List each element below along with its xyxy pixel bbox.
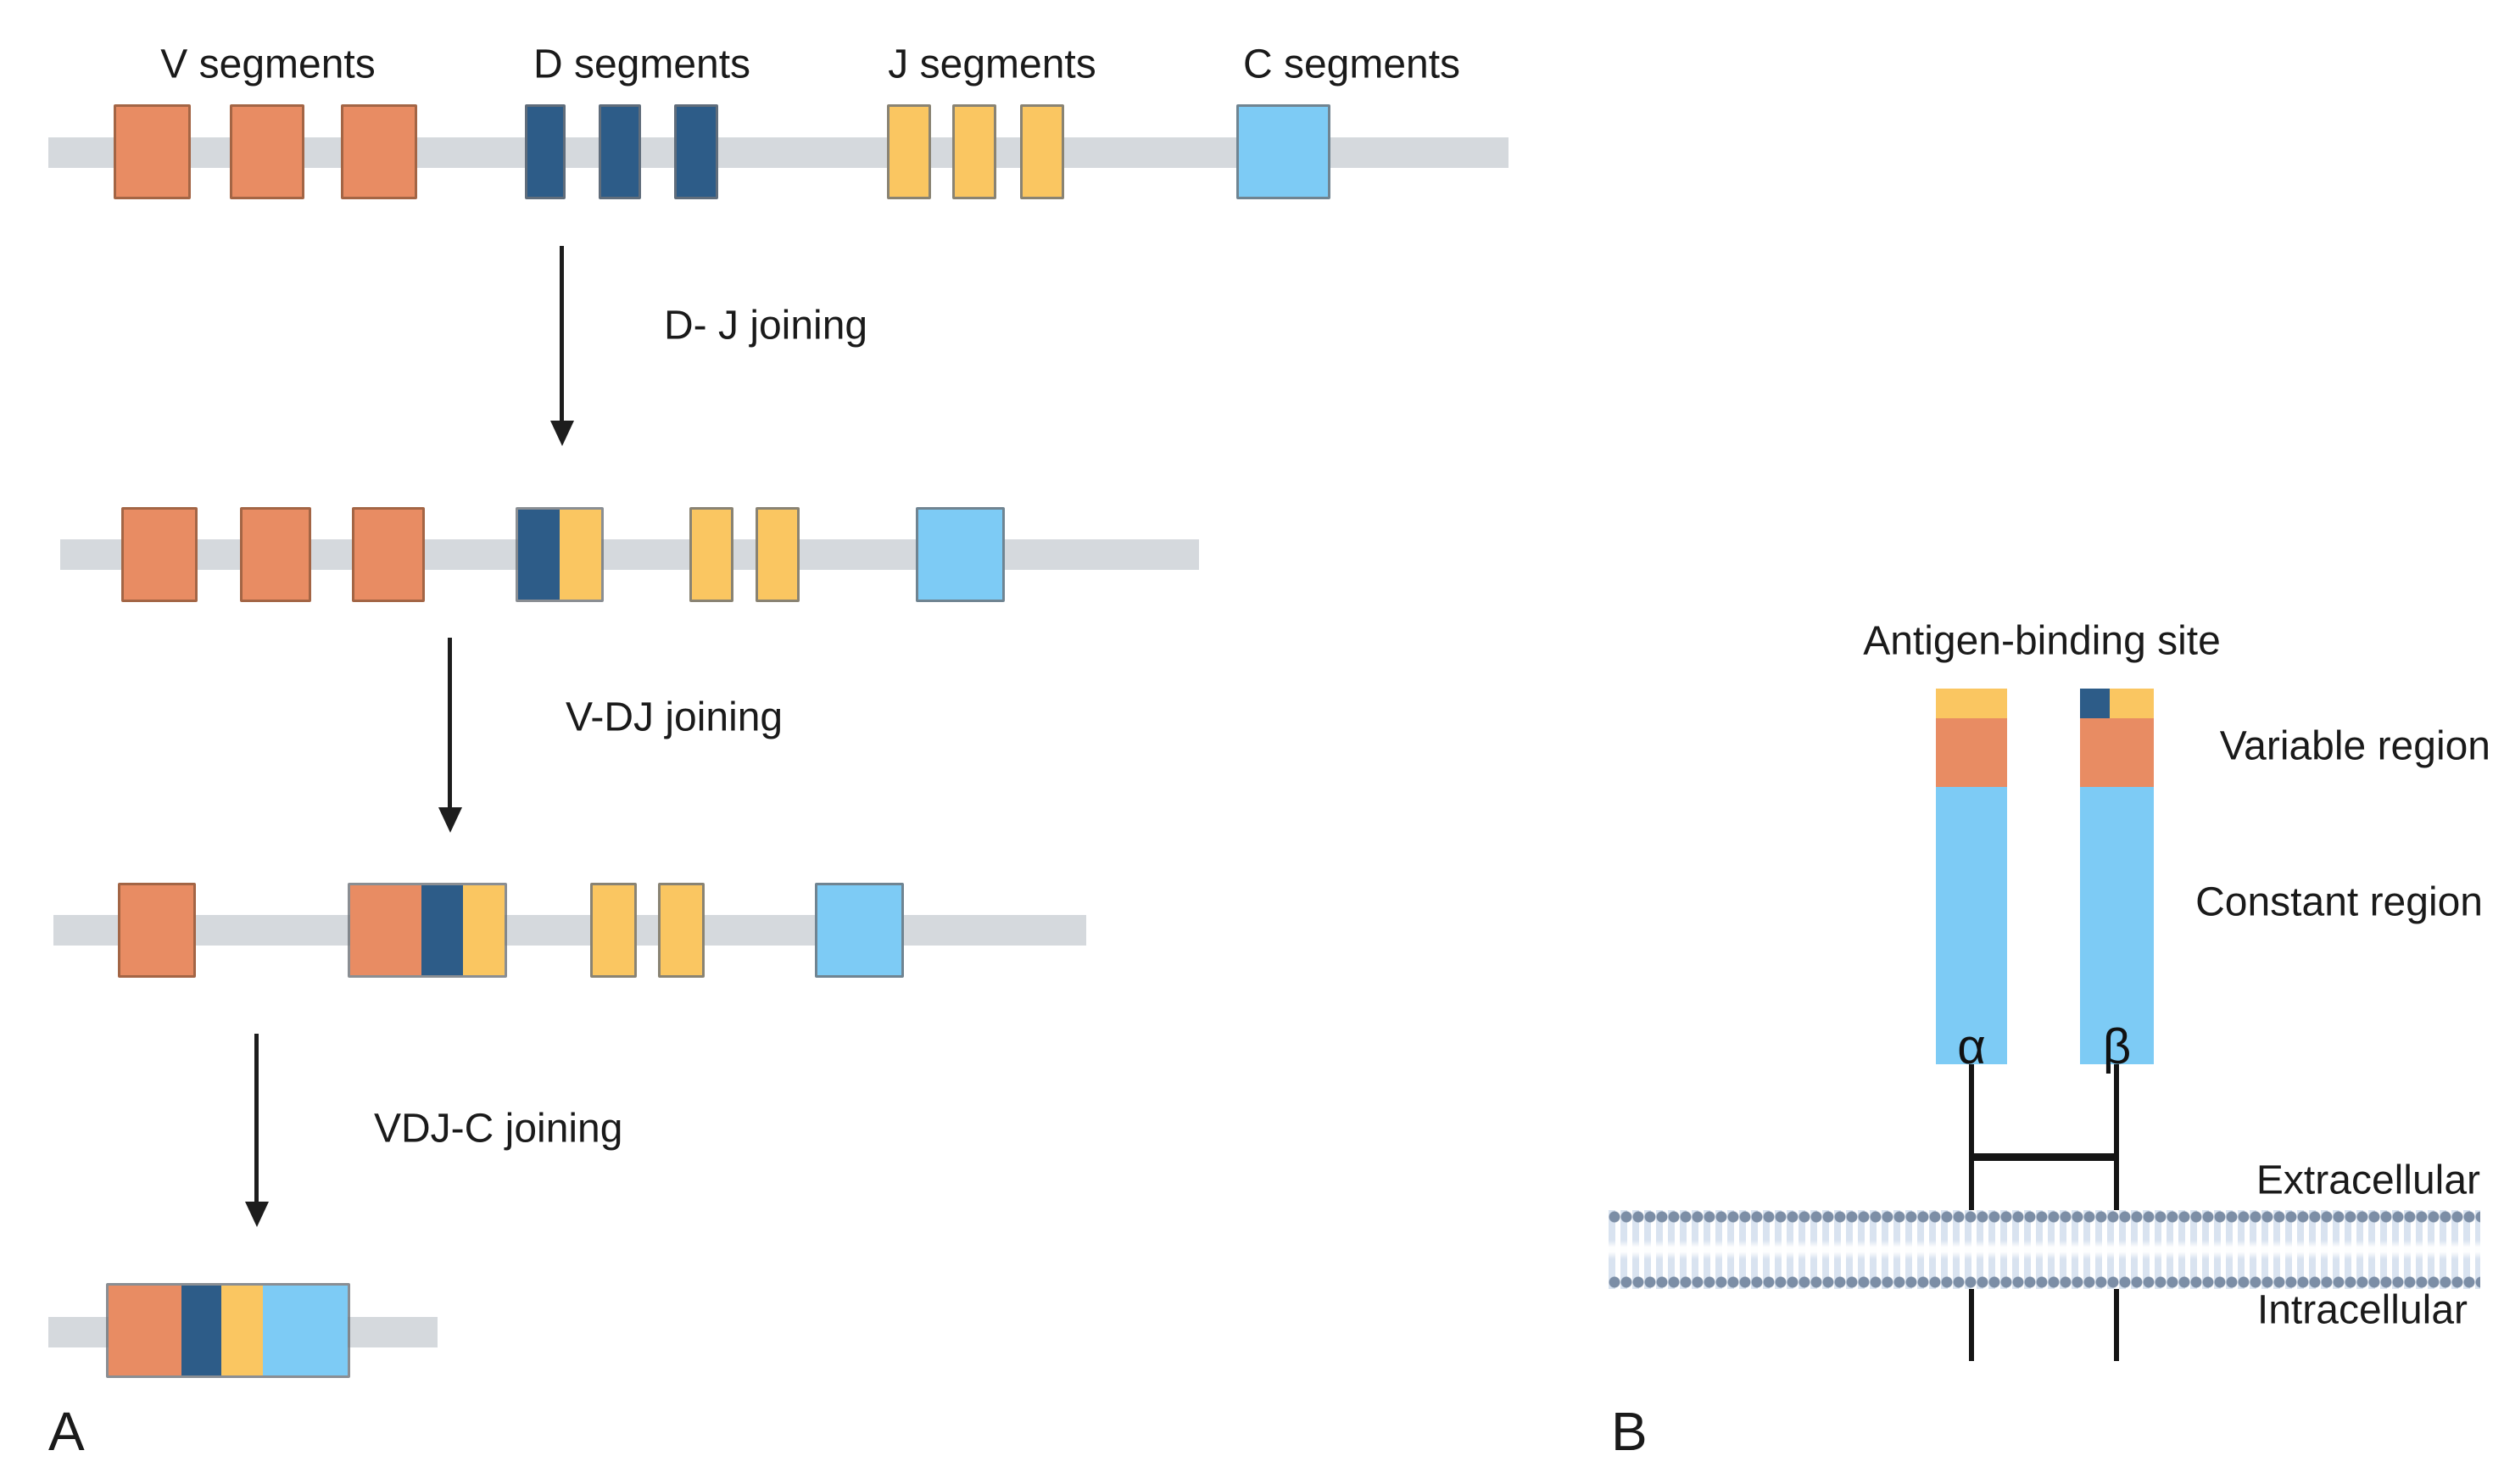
antigen-binding-site-label: Antigen-binding site [1863,618,2221,664]
dna-bar-row2 [60,539,1199,570]
arrow-dj-joining [560,246,564,421]
tcr-beta-chain: β [2080,689,2154,1074]
d-segment [421,885,463,975]
beta-dj-cap [2080,689,2154,718]
d-segment-box [674,104,718,199]
combined-dj-box [516,507,604,602]
beta-variable-region [2080,718,2154,787]
intracellular-label: Intracellular [2256,1287,2468,1333]
v-segment-box [240,507,311,602]
d-segment [518,510,560,600]
v-segment-box [352,507,425,602]
c-segments-label: C segments [1242,42,1461,87]
combined-vdjc-box [106,1283,350,1378]
v-segment-box [341,104,417,199]
j-segment-box [658,883,705,978]
j-segment-box [1020,104,1064,199]
v-segment [109,1286,181,1375]
constant-region-label: Constant region [2195,879,2483,925]
panel-a-letter: A [48,1401,85,1462]
d-segment [181,1286,221,1375]
d-segment-box [599,104,641,199]
j-segment-box [887,104,931,199]
lipid-bilayer-membrane [1609,1210,2480,1289]
j-segment [463,885,505,975]
c-segment-box [916,507,1005,602]
panel-b-letter: B [1611,1401,1648,1462]
beta-constant-region: β [2080,787,2154,1074]
v-segment-box [114,104,191,199]
tcr-alpha-chain: α [1936,689,2007,1074]
extracellular-label: Extracellular [2256,1158,2480,1203]
j-segment [560,510,601,600]
beta-j-cap-segment [2110,689,2154,718]
alpha-j-cap [1936,689,2007,718]
j-segment-box [952,104,996,199]
d-segment-box [525,104,566,199]
variable-region-label: Variable region [2219,723,2490,769]
v-segment [350,885,421,975]
alpha-variable-region [1936,718,2007,787]
c-segment-box [1236,104,1330,199]
combined-vdj-box [348,883,507,978]
dj-joining-label: D- J joining [664,303,868,349]
alpha-constant-region: α [1936,787,2007,1074]
j-segment-box [756,507,800,602]
j-segment-box [590,883,637,978]
arrow-vdj-joining [448,638,452,808]
vdjc-joining-label: VDJ-C joining [374,1106,623,1152]
c-segment-box [815,883,904,978]
vdj-joining-label: V-DJ joining [566,695,784,740]
v-segment-box [230,104,304,199]
v-segment-box [121,507,198,602]
d-segments-label: D segments [533,42,751,87]
chain-crossbar [1969,1153,2119,1161]
dna-bar-row3 [53,915,1086,946]
j-segments-label: J segments [888,42,1096,87]
beta-d-cap-segment [2080,689,2110,718]
j-segment-box [689,507,733,602]
v-segments-label: V segments [160,42,376,87]
c-segment [263,1286,348,1375]
arrow-vdjc-joining [254,1034,259,1202]
j-segment [221,1286,263,1375]
v-segment-box [118,883,196,978]
